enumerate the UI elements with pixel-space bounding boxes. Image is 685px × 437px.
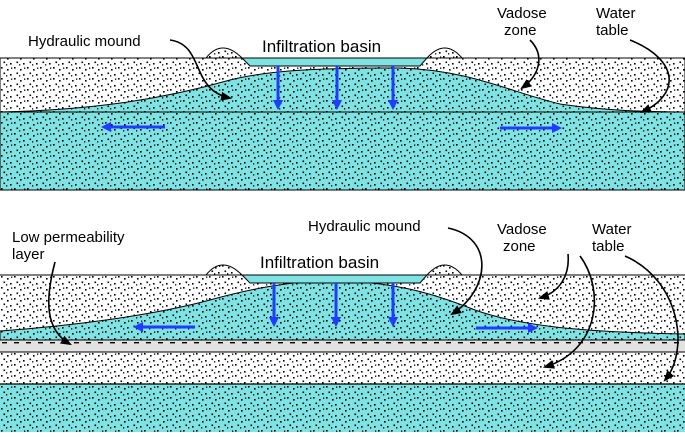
bottom-saturated-zone	[0, 384, 685, 432]
top-right-berm	[427, 48, 462, 58]
top-panel: Infiltration basin Hydraulic mound Vados…	[0, 5, 685, 190]
bottom-right-berm	[427, 265, 462, 275]
bottom-watertable-label-line2: table	[592, 238, 625, 255]
top-mound-label: Hydraulic mound	[28, 33, 141, 50]
top-saturated-zone	[0, 112, 685, 190]
bottom-lowperm-label-line2: layer	[12, 246, 45, 263]
bottom-panel: Infiltration basin Hydraulic mound Low p…	[0, 218, 685, 432]
bottom-vadose-label-line1: Vadose	[497, 221, 547, 238]
bottom-left-berm	[206, 265, 242, 275]
bottom-mound-label: Hydraulic mound	[308, 218, 421, 235]
top-watertable-label-line1: Water	[596, 5, 635, 22]
top-left-berm	[206, 48, 242, 58]
top-vadose-label-line1: Vadose	[497, 5, 547, 22]
top-basin-label: Infiltration basin	[262, 37, 381, 56]
bottom-watertable-label-line1: Water	[592, 221, 631, 238]
top-vadose-label-line2: zone	[504, 22, 537, 39]
bottom-vadose-label-line2: zone	[503, 238, 536, 255]
bottom-lowperm-label-line1: Low permeability	[12, 229, 125, 246]
top-infiltration-basin	[242, 58, 427, 66]
bottom-infiltration-basin	[242, 275, 427, 283]
bottom-basin-label: Infiltration basin	[260, 253, 379, 272]
top-watertable-label-line2: table	[596, 22, 629, 39]
